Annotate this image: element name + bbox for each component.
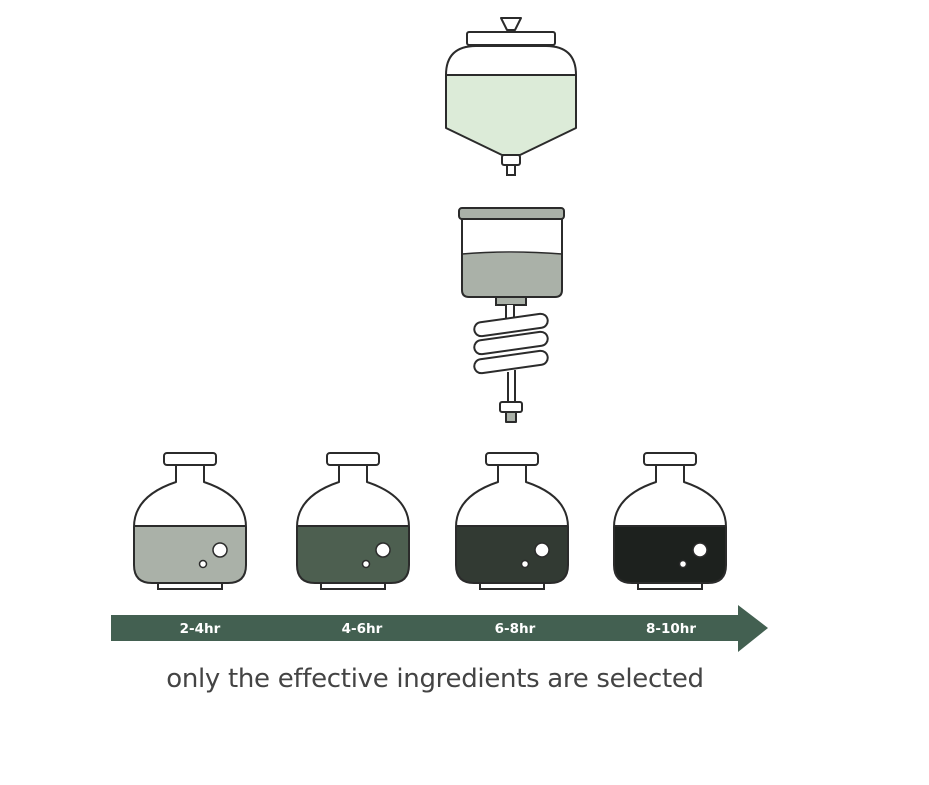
dripper-tank (445, 17, 577, 176)
dripper-knob (500, 17, 522, 31)
chamber-lid (458, 207, 565, 220)
coil-valve (499, 401, 523, 413)
flask-base (320, 582, 386, 590)
bubble-icon (361, 559, 371, 569)
bubble-icon (375, 542, 391, 558)
coil-loop-3 (473, 349, 549, 375)
coil-spout (505, 411, 517, 423)
timeline-label: 6-8hr (495, 621, 536, 637)
flask-base (637, 582, 703, 590)
flask-stopper (485, 452, 539, 466)
bubble-icon (692, 542, 708, 558)
extraction-chamber (458, 207, 565, 306)
chamber-outlet (495, 296, 527, 306)
flask-liquid (134, 526, 246, 583)
bubble-icon (198, 559, 208, 569)
caption-text: only the effective ingredients are selec… (166, 664, 704, 694)
dripper-liquid (446, 75, 576, 155)
dripper-spout (506, 164, 516, 176)
chamber-liquid-line (461, 251, 563, 255)
flask-stopper (326, 452, 380, 466)
dripper-body (445, 45, 577, 156)
dripper-valve (501, 154, 521, 166)
flask (613, 452, 727, 590)
flask-row (133, 452, 727, 590)
bubble-icon (212, 542, 228, 558)
flask-liquid (297, 526, 409, 583)
dripper-lid (466, 31, 556, 46)
bubble-icon (520, 559, 530, 569)
flask-base (157, 582, 223, 590)
timeline-label: 2-4hr (180, 621, 221, 637)
bubble-icon (678, 559, 688, 569)
coil-loop-2 (473, 330, 549, 356)
timeline-label: 8-10hr (646, 621, 696, 637)
flask-stopper (163, 452, 217, 466)
flask-base (479, 582, 545, 590)
flask-liquid (456, 526, 568, 583)
flask (455, 452, 569, 590)
flask-stopper (643, 452, 697, 466)
arrow-shape (111, 605, 768, 652)
flask (133, 452, 247, 590)
flask-liquid (614, 526, 726, 583)
flask (296, 452, 410, 590)
timeline-arrow: 2-4hr 4-6hr 6-8hr 8-10hr (111, 605, 768, 652)
cooling-coil (473, 305, 549, 423)
coil-pipe-bottom (507, 370, 516, 403)
chamber-liquid (462, 253, 562, 297)
bubble-icon (534, 542, 550, 558)
timeline-label: 4-6hr (342, 621, 383, 637)
coil-loop-1 (473, 312, 549, 338)
